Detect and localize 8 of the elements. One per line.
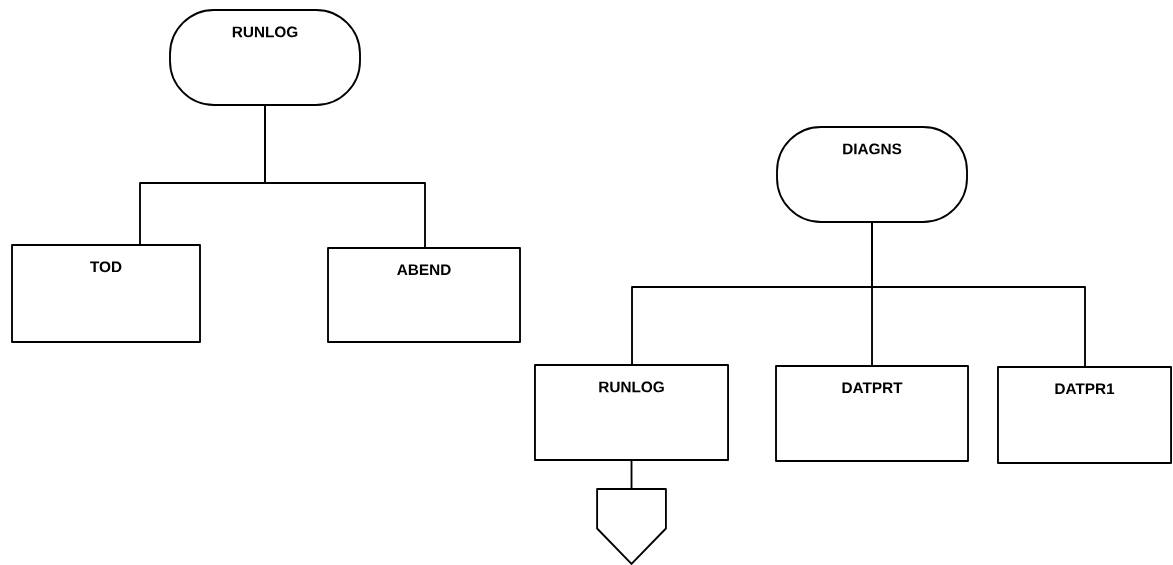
process-box: RUNLOG [534,364,729,461]
process-box: TOD [11,244,201,343]
process-box: ABEND [327,247,521,343]
process-box: DATPR1 [997,366,1172,464]
process-box: DATPRT [775,365,969,462]
connector-line [264,104,426,248]
off-page-connector [596,488,667,565]
connector-line [630,459,633,490]
